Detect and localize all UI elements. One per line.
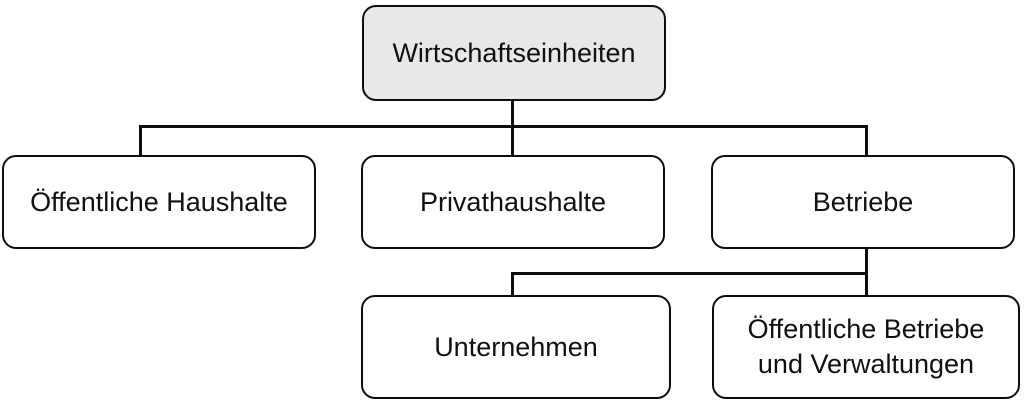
node-unternehmen[interactable]: Unternehmen bbox=[361, 295, 671, 399]
connector-root-stem bbox=[511, 98, 514, 127]
connector-to-betriebe bbox=[865, 125, 868, 157]
node-betriebe[interactable]: Betriebe bbox=[711, 155, 1015, 249]
connector-level3-bus bbox=[511, 272, 868, 275]
node-label: Öffentliche Betriebe und Verwaltungen bbox=[747, 314, 985, 379]
node-label: Betriebe bbox=[812, 186, 914, 217]
connector-to-oeffentliche-haushalte bbox=[139, 125, 142, 157]
node-privathaushalte[interactable]: Privathaushalte bbox=[361, 155, 665, 249]
node-oeffentliche-betriebe[interactable]: Öffentliche Betriebe und Verwaltungen bbox=[712, 295, 1020, 399]
connector-to-privathaushalte bbox=[511, 125, 514, 157]
connector-to-oeffentliche-betriebe bbox=[865, 272, 868, 297]
node-label: Privathaushalte bbox=[419, 186, 607, 217]
node-label: Wirtschaftseinheiten bbox=[392, 37, 636, 68]
node-label: Öffentliche Haushalte bbox=[30, 186, 288, 217]
node-label: Unternehmen bbox=[434, 331, 598, 362]
node-oeffentliche-haushalte[interactable]: Öffentliche Haushalte bbox=[2, 155, 316, 249]
connector-to-unternehmen bbox=[511, 272, 514, 297]
connector-level2-bus bbox=[139, 125, 868, 128]
node-wirtschaftseinheiten[interactable]: Wirtschaftseinheiten bbox=[362, 5, 666, 101]
connector-betriebe-stem bbox=[865, 246, 868, 275]
